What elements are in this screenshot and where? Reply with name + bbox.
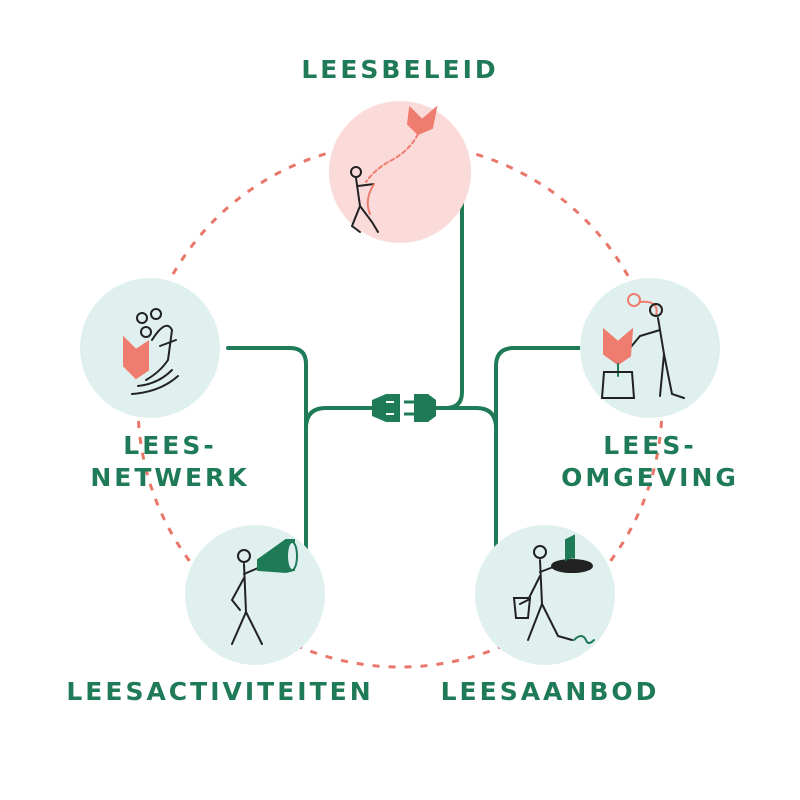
node-leesactiviteiten (185, 525, 325, 665)
kite-figure-icon (350, 105, 438, 233)
label-leesnetwerk: LEES- NETWERK (60, 430, 280, 494)
node-leesomgeving (580, 278, 720, 418)
label-leesbeleid: LEESBELEID (301, 55, 499, 84)
waiter-book-icon (512, 534, 595, 644)
plug-icon (372, 394, 400, 422)
people-book-icon (123, 308, 179, 395)
node-leesbeleid (329, 101, 471, 243)
node-leesaanbod (475, 525, 615, 665)
label-leesomgeving: LEES- OMGEVING (540, 430, 760, 494)
connector-lines (226, 198, 584, 550)
label-leesaanbod: LEESAANBOD (440, 677, 660, 706)
label-leesnetwerk-line2: NETWERK (90, 463, 250, 492)
label-leesnetwerk-line1: LEES- (123, 431, 217, 460)
label-leesomgeving-line2: OMGEVING (561, 463, 739, 492)
label-leesactiviteiten: LEESACTIVITEITEN (66, 677, 374, 706)
watering-plant-icon (600, 293, 685, 399)
label-leesomgeving-line1: LEES- (603, 431, 697, 460)
megaphone-figure-icon (230, 539, 298, 645)
socket-icon (404, 394, 436, 422)
node-leesnetwerk (80, 278, 220, 418)
